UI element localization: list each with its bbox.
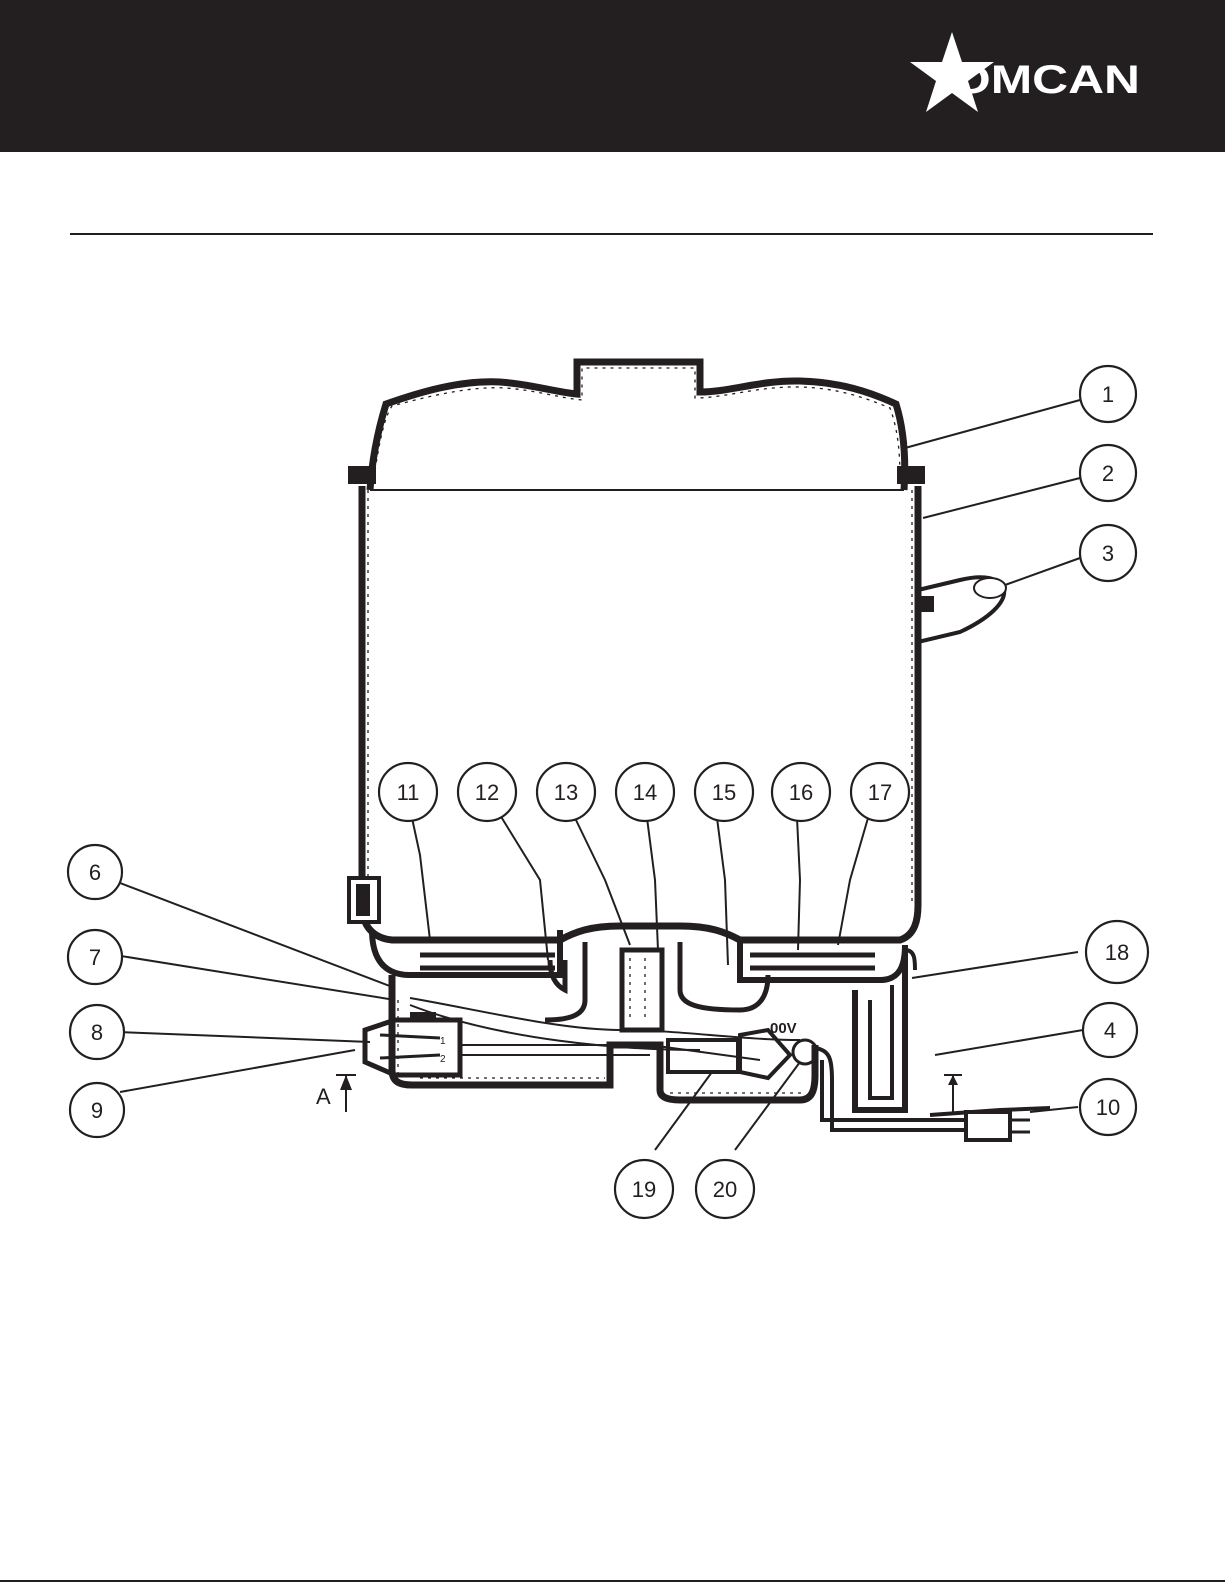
callout-18: 18 bbox=[1086, 921, 1148, 983]
callout-14: 14 bbox=[616, 763, 674, 821]
leader-lines bbox=[107, 400, 1083, 1150]
thermostat-knob: 1 2 bbox=[365, 1012, 460, 1075]
callout-12: 12 bbox=[458, 763, 516, 821]
section-label: A bbox=[316, 1084, 331, 1109]
callout-8: 8 bbox=[70, 1005, 124, 1059]
callout-10: 10 bbox=[1080, 1079, 1136, 1135]
svg-text:1: 1 bbox=[1102, 382, 1114, 407]
svg-text:19: 19 bbox=[632, 1177, 656, 1202]
svg-text:12: 12 bbox=[475, 780, 499, 805]
svg-text:14: 14 bbox=[633, 780, 657, 805]
svg-text:2: 2 bbox=[440, 1054, 446, 1065]
svg-text:17: 17 bbox=[868, 780, 892, 805]
svg-text:3: 3 bbox=[1102, 541, 1114, 566]
svg-text:9: 9 bbox=[91, 1098, 103, 1123]
svg-text:8: 8 bbox=[91, 1020, 103, 1045]
callout-4: 4 bbox=[1083, 1003, 1137, 1057]
callout-17: 17 bbox=[851, 763, 909, 821]
callout-11: 11 bbox=[379, 763, 437, 821]
svg-text:1: 1 bbox=[440, 1036, 446, 1047]
pot-body bbox=[348, 466, 925, 940]
section-marker-a: A bbox=[316, 1075, 356, 1112]
svg-text:4: 4 bbox=[1104, 1018, 1116, 1043]
footer-rule bbox=[0, 1580, 1225, 1582]
svg-text:16: 16 bbox=[789, 780, 813, 805]
svg-text:18: 18 bbox=[1105, 940, 1129, 965]
callout-1: 1 bbox=[1080, 366, 1136, 422]
handle bbox=[918, 577, 1006, 642]
svg-text:15: 15 bbox=[712, 780, 736, 805]
callout-13: 13 bbox=[537, 763, 595, 821]
svg-text:7: 7 bbox=[89, 945, 101, 970]
callout-16: 16 bbox=[772, 763, 830, 821]
lid bbox=[370, 362, 905, 490]
callout-9: 9 bbox=[70, 1083, 124, 1137]
power-cord bbox=[815, 1048, 1050, 1140]
callout-6: 6 bbox=[68, 845, 122, 899]
svg-text:11: 11 bbox=[397, 780, 420, 805]
svg-text:6: 6 bbox=[89, 860, 101, 885]
callout-2: 2 bbox=[1080, 445, 1136, 501]
callout-3: 3 bbox=[1080, 525, 1136, 581]
voltage-label: 00V bbox=[770, 1020, 797, 1037]
callout-15: 15 bbox=[695, 763, 753, 821]
svg-text:10: 10 bbox=[1096, 1095, 1120, 1120]
svg-text:20: 20 bbox=[713, 1177, 737, 1202]
svg-text:2: 2 bbox=[1102, 461, 1114, 486]
callout-19: 19 bbox=[615, 1160, 673, 1218]
svg-text:13: 13 bbox=[554, 780, 578, 805]
callout-20: 20 bbox=[696, 1160, 754, 1218]
callout-7: 7 bbox=[68, 930, 122, 984]
